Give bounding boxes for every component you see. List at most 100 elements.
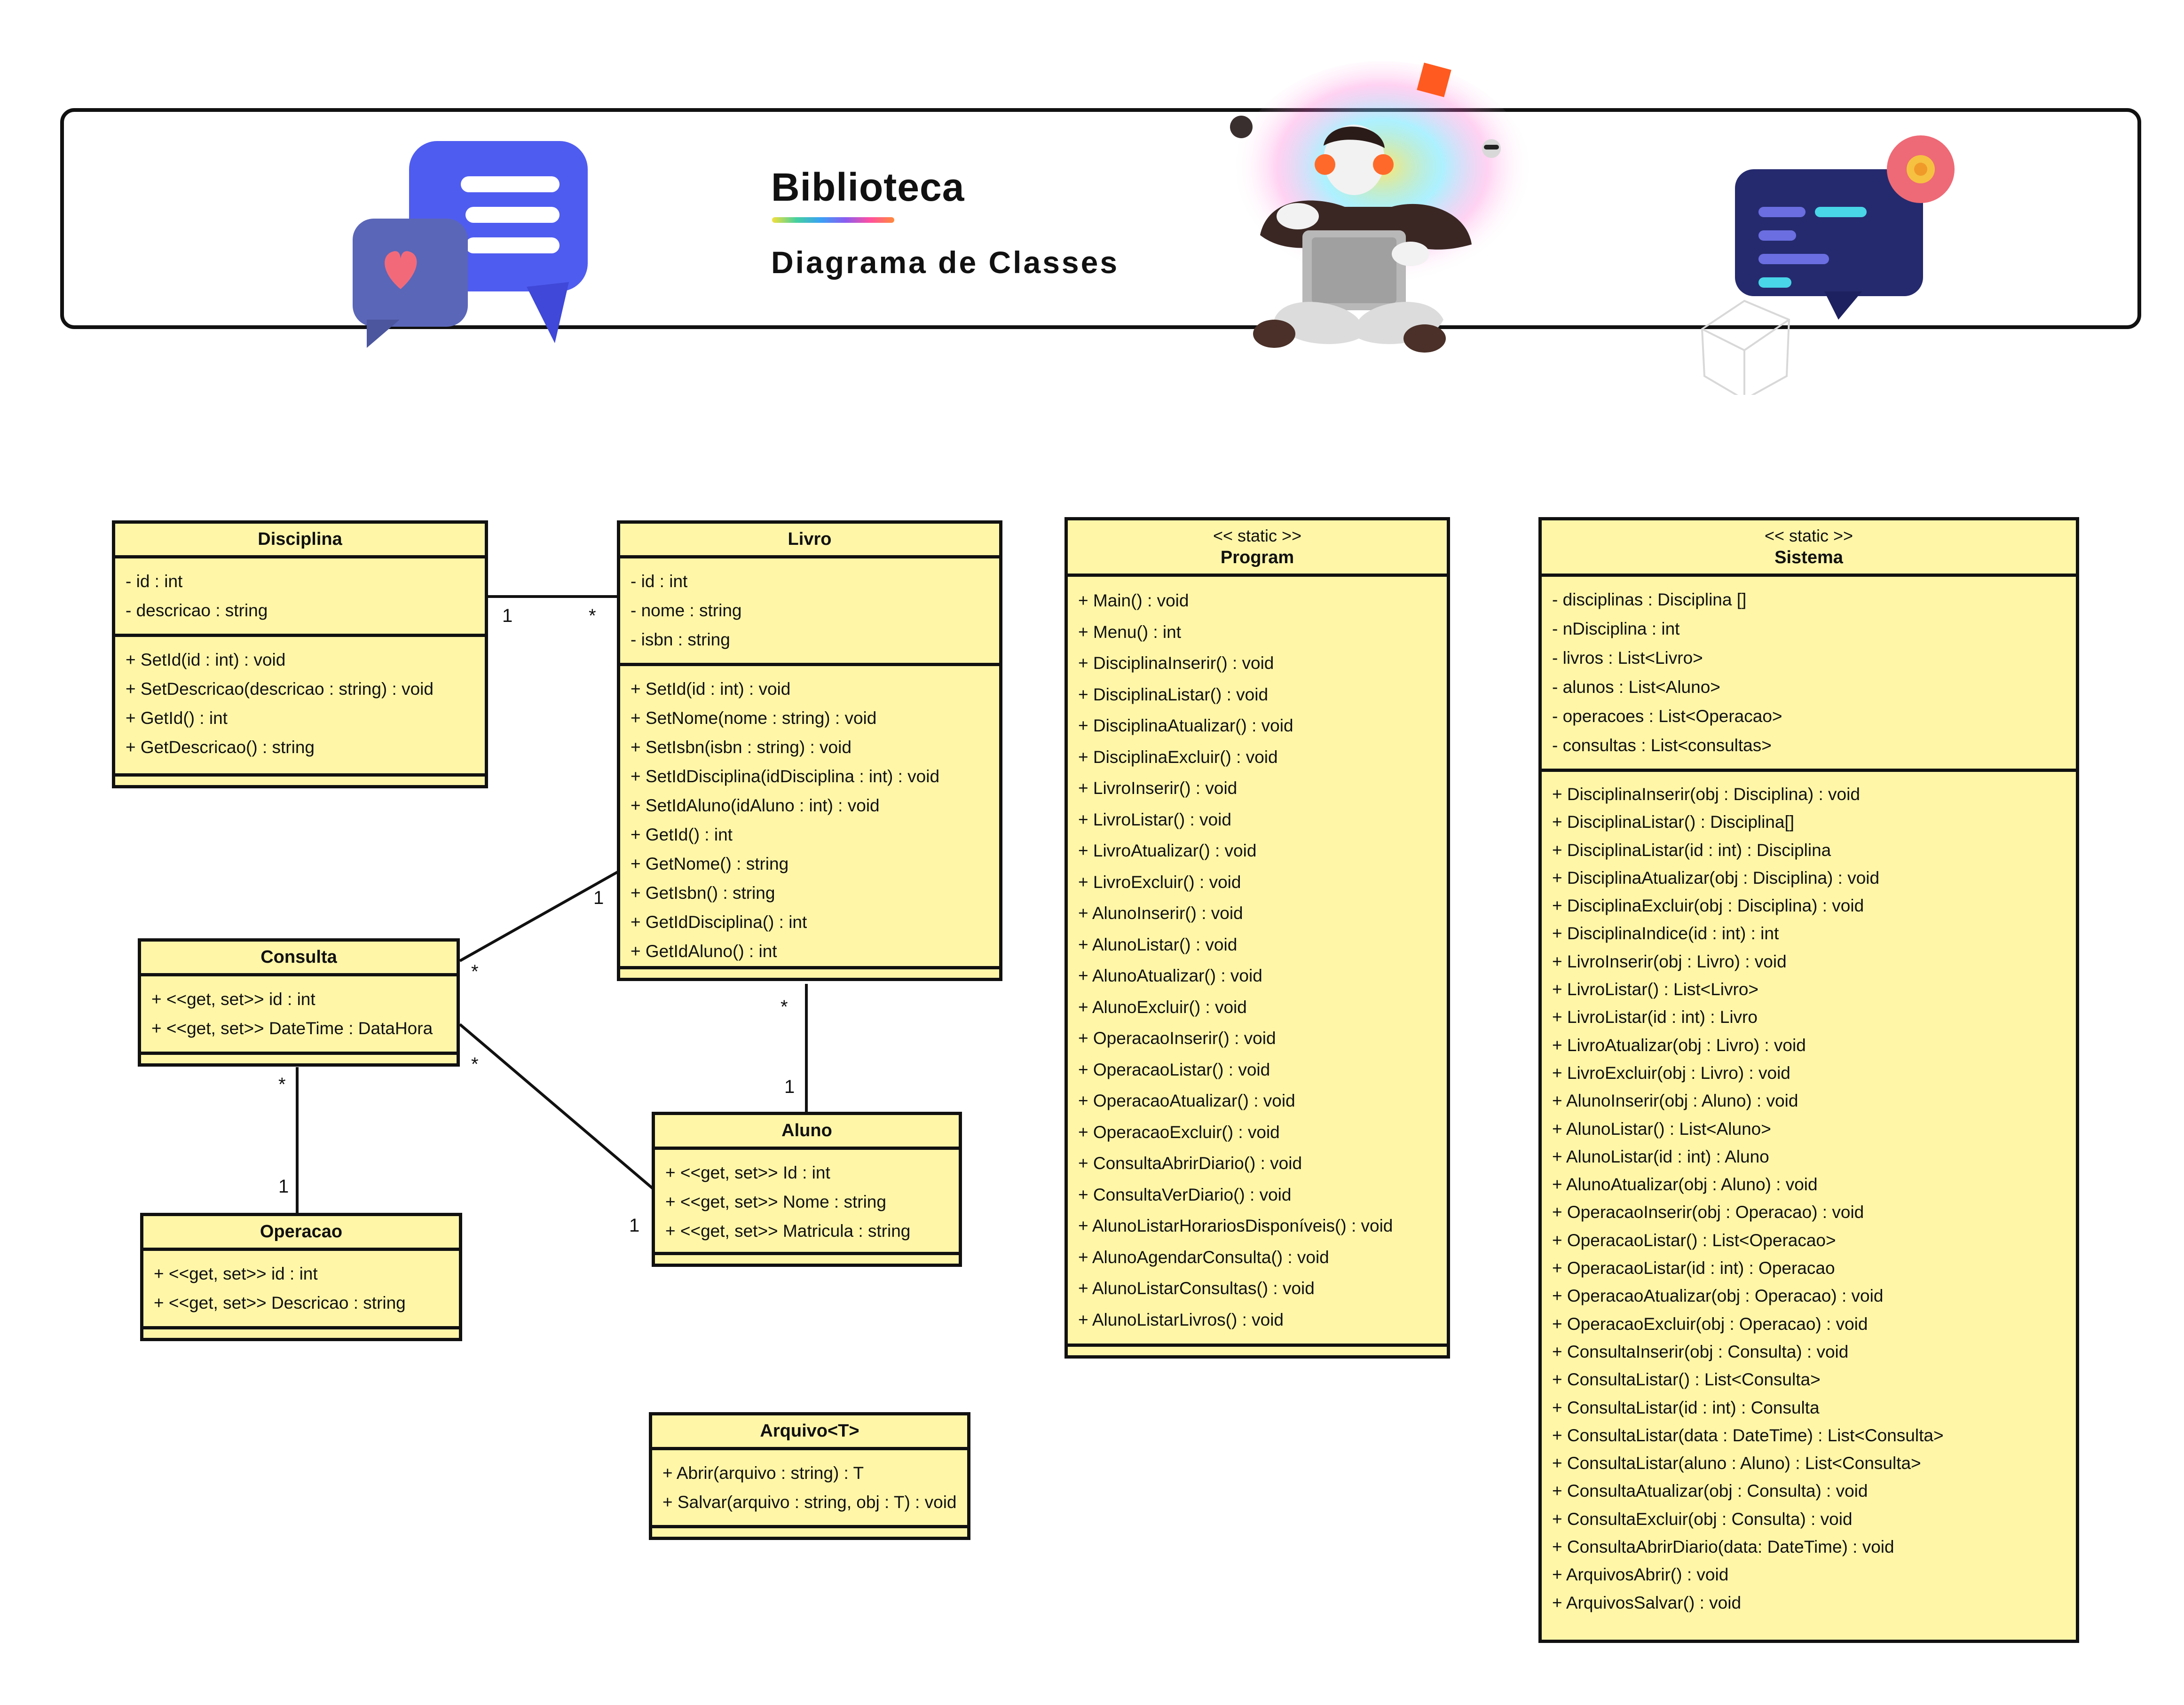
class-member: + <<get, set>> id : int xyxy=(151,990,315,1009)
class-methods: + DisciplinaInserir(obj : Disciplina) : … xyxy=(1542,769,2076,1625)
class-member: + <<get, set>> DateTime : DataHora xyxy=(151,1019,433,1038)
class-livro: Livro - id : int- nome : string- isbn : … xyxy=(617,520,1002,981)
class-member: + OperacaoInserir() : void xyxy=(1078,1029,1276,1048)
class-footer xyxy=(141,1052,457,1055)
class-name: Consulta xyxy=(141,942,457,976)
class-member: + ConsultaListar() : List<Consulta> xyxy=(1552,1370,1821,1390)
flower-badge-icon xyxy=(1887,135,1955,203)
class-member: + <<get, set>> Matricula : string xyxy=(665,1221,911,1241)
class-footer xyxy=(655,1252,959,1255)
class-member: + <<get, set>> Descricao : string xyxy=(154,1293,406,1312)
class-member: + Menu() : int xyxy=(1078,622,1182,642)
class-member: + GetIsbn() : string xyxy=(631,883,775,903)
class-stereotype: << static >> xyxy=(1213,526,1302,545)
class-member: + ArquivosSalvar() : void xyxy=(1552,1593,1742,1612)
class-member: + AlunoListarLivros() : void xyxy=(1078,1310,1284,1329)
class-operacao: Operacao + <<get, set>> id : int+ <<get,… xyxy=(140,1213,462,1341)
wireframe-cube-icon xyxy=(1701,299,1790,395)
class-member: + AlunoListar(id : int) : Aluno xyxy=(1552,1147,1769,1166)
class-member: + OperacaoExcluir(obj : Operacao) : void xyxy=(1552,1314,1868,1334)
class-program: << static >> Program + Main() : void + Me… xyxy=(1064,517,1450,1359)
class-name: Aluno xyxy=(655,1115,959,1150)
class-member: + OperacaoAtualizar() : void xyxy=(1078,1091,1295,1110)
class-member: + LivroListar() : void xyxy=(1078,809,1231,829)
page-subtitle: Diagrama de Classes xyxy=(771,245,1120,280)
class-member: + ConsultaListar(id : int) : Consulta xyxy=(1552,1398,1820,1417)
class-header: << static >> Sistema xyxy=(1542,520,2076,577)
class-member: + Abrir(arquivo : string) : T xyxy=(662,1463,864,1483)
class-member: + LivroInserir(obj : Livro) : void xyxy=(1552,951,1787,971)
class-member: + GetIdAluno() : int xyxy=(631,942,777,961)
class-member: + ConsultaInserir(obj : Consulta) : void xyxy=(1552,1342,1849,1361)
class-attributes: + <<get, set>> id : int + <<get, set>> Da… xyxy=(141,976,457,1052)
class-footer xyxy=(620,966,999,969)
class-member: - alunos : List<Aluno> xyxy=(1552,677,1720,697)
class-member: + GetNome() : string xyxy=(631,854,789,873)
class-member: + DisciplinaListar() : Disciplina[] xyxy=(1552,812,1795,832)
class-member: + AlunoAtualizar() : void xyxy=(1078,966,1262,985)
class-member: + GetDescricao() : string xyxy=(126,738,315,757)
class-member: + DisciplinaIndice(id : int) : int xyxy=(1552,924,1779,943)
class-member: + LivroListar(id : int) : Livro xyxy=(1552,1007,1758,1027)
class-member: + DisciplinaListar() : void xyxy=(1078,684,1269,704)
class-attributes: + <<get, set>> id : int + <<get, set>> De… xyxy=(143,1251,459,1326)
class-member: + ArquivosAbrir() : void xyxy=(1552,1565,1729,1585)
class-member: + DisciplinaExcluir(obj : Disciplina) : … xyxy=(1552,896,1864,916)
class-member: + ConsultaAbrirDiario() : void xyxy=(1078,1154,1302,1173)
class-member: + OperacaoListar() : void xyxy=(1078,1060,1270,1079)
class-member: + <<get, set>> id : int xyxy=(154,1264,318,1283)
class-member: - id : int xyxy=(126,572,183,591)
class-member: + AlunoInserir(obj : Aluno) : void xyxy=(1552,1091,1798,1111)
class-attributes: + <<get, set>> Id : int+ <<get, set>> No… xyxy=(655,1150,959,1254)
class-member: - consultas : List<consultas> xyxy=(1552,736,1772,755)
class-footer xyxy=(652,1525,967,1528)
class-member: + ConsultaListar(data : DateTime) : List… xyxy=(1552,1425,1944,1445)
class-member: + DisciplinaAtualizar() : void xyxy=(1078,716,1293,735)
class-name: Program xyxy=(1220,548,1294,567)
class-member: + LivroExcluir() : void xyxy=(1078,872,1241,892)
class-member: + SetNome(nome : string) : void xyxy=(631,708,877,728)
class-member: + OperacaoListar() : List<Operacao> xyxy=(1552,1230,1836,1250)
class-member: + GetId() : int xyxy=(126,708,228,728)
class-member: + Main() : void xyxy=(1078,591,1189,610)
assoc-disciplina-livro xyxy=(488,595,620,598)
class-methods: + Abrir(arquivo : string) : T+ Salvar(ar… xyxy=(652,1450,967,1525)
class-methods: + SetId(id : int) : void+ SetDescricao(d… xyxy=(115,634,485,770)
class-member: + AlunoInserir() : void xyxy=(1078,904,1243,923)
class-member: + SetId(id : int) : void xyxy=(631,679,791,699)
class-member: + SetIdAluno(idAluno : int) : void xyxy=(631,796,880,815)
multiplicity-label: * xyxy=(278,1074,286,1095)
class-disciplina: Disciplina - id : int- descricao : strin… xyxy=(112,520,488,788)
person-laptop-icon xyxy=(1230,61,1533,353)
class-footer xyxy=(115,773,485,777)
class-attributes: - disciplinas : Disciplina [] - nDiscipli… xyxy=(1542,577,2076,769)
class-footer xyxy=(1068,1344,1447,1347)
class-member: + ConsultaAtualizar(obj : Consulta) : vo… xyxy=(1552,1481,1868,1501)
class-member: + SetId(id : int) : void xyxy=(126,650,286,669)
multiplicity-label: 1 xyxy=(593,888,604,908)
class-member: + AlunoListarHorariosDisponíveis() : voi… xyxy=(1078,1216,1393,1235)
heart-icon xyxy=(385,251,417,289)
title-underline xyxy=(772,217,894,223)
class-member: + DisciplinaAtualizar(obj : Disciplina) … xyxy=(1552,868,1880,888)
class-methods: + SetId(id : int) : void + SetNome(nome :… xyxy=(620,663,999,974)
class-member: - id : int xyxy=(631,572,688,591)
class-member: - nome : string xyxy=(631,601,742,620)
class-member: - operacoes : List<Operacao> xyxy=(1552,707,1782,726)
class-member: - disciplinas : Disciplina [] xyxy=(1552,590,1747,609)
class-member: + LivroInserir() : void xyxy=(1078,778,1238,798)
class-member: + AlunoListar() : List<Aluno> xyxy=(1552,1119,1771,1139)
class-member: + GetId() : int xyxy=(631,825,733,844)
multiplicity-label: 1 xyxy=(502,605,513,626)
class-member: - livros : List<Livro> xyxy=(1552,648,1703,668)
multiplicity-label: 1 xyxy=(629,1215,640,1236)
class-member: - nDisciplina : int xyxy=(1552,619,1680,638)
assoc-consulta-operacao xyxy=(296,1067,299,1214)
class-attributes: - id : int- descricao : string xyxy=(115,558,485,634)
chat-bubbles-icon xyxy=(353,141,588,348)
class-member: + OperacaoInserir(obj : Operacao) : void xyxy=(1552,1202,1864,1222)
class-member: + AlunoAgendarConsulta() : void xyxy=(1078,1247,1329,1267)
class-footer xyxy=(143,1326,459,1329)
class-name: Operacao xyxy=(143,1216,459,1251)
class-member: + LivroAtualizar(obj : Livro) : void xyxy=(1552,1035,1806,1055)
